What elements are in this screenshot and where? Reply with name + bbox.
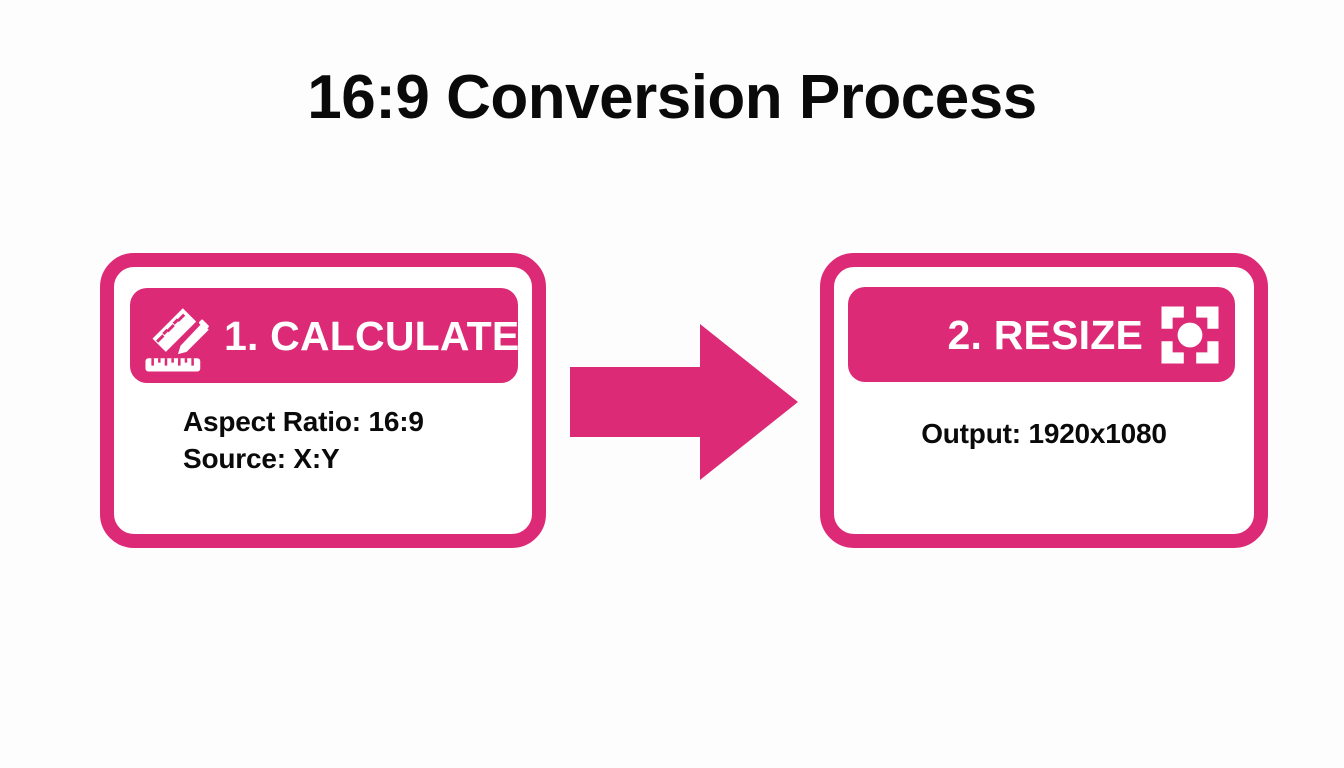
step-body-line: Source: X:Y — [183, 443, 340, 474]
step-header-label-calculate: 1. CALCULATE — [224, 312, 518, 359]
step-header-calculate: 1. CALCULATE — [130, 288, 518, 383]
ruler-pencil-icon — [144, 299, 218, 373]
step-body-line: Output: 1920x1080 — [921, 418, 1167, 449]
step-body-line: Aspect Ratio: 16:9 — [183, 406, 424, 437]
step-card-calculate[interactable]: 1. CALCULATE Aspect Ratio: 16:9 Source: … — [100, 253, 546, 548]
step-header-resize: 2. RESIZE — [848, 287, 1235, 382]
step-card-resize[interactable]: 2. RESIZE — [820, 253, 1268, 548]
right-arrow-icon — [570, 322, 798, 482]
step-body-resize: Output: 1920x1080 — [834, 415, 1254, 452]
crop-focus-icon — [1159, 304, 1221, 366]
page-title: 16:9 Conversion Process — [307, 63, 1037, 132]
step-body-calculate: Aspect Ratio: 16:9 Source: X:Y — [114, 403, 532, 477]
step-header-label-resize: 2. RESIZE — [947, 311, 1143, 358]
